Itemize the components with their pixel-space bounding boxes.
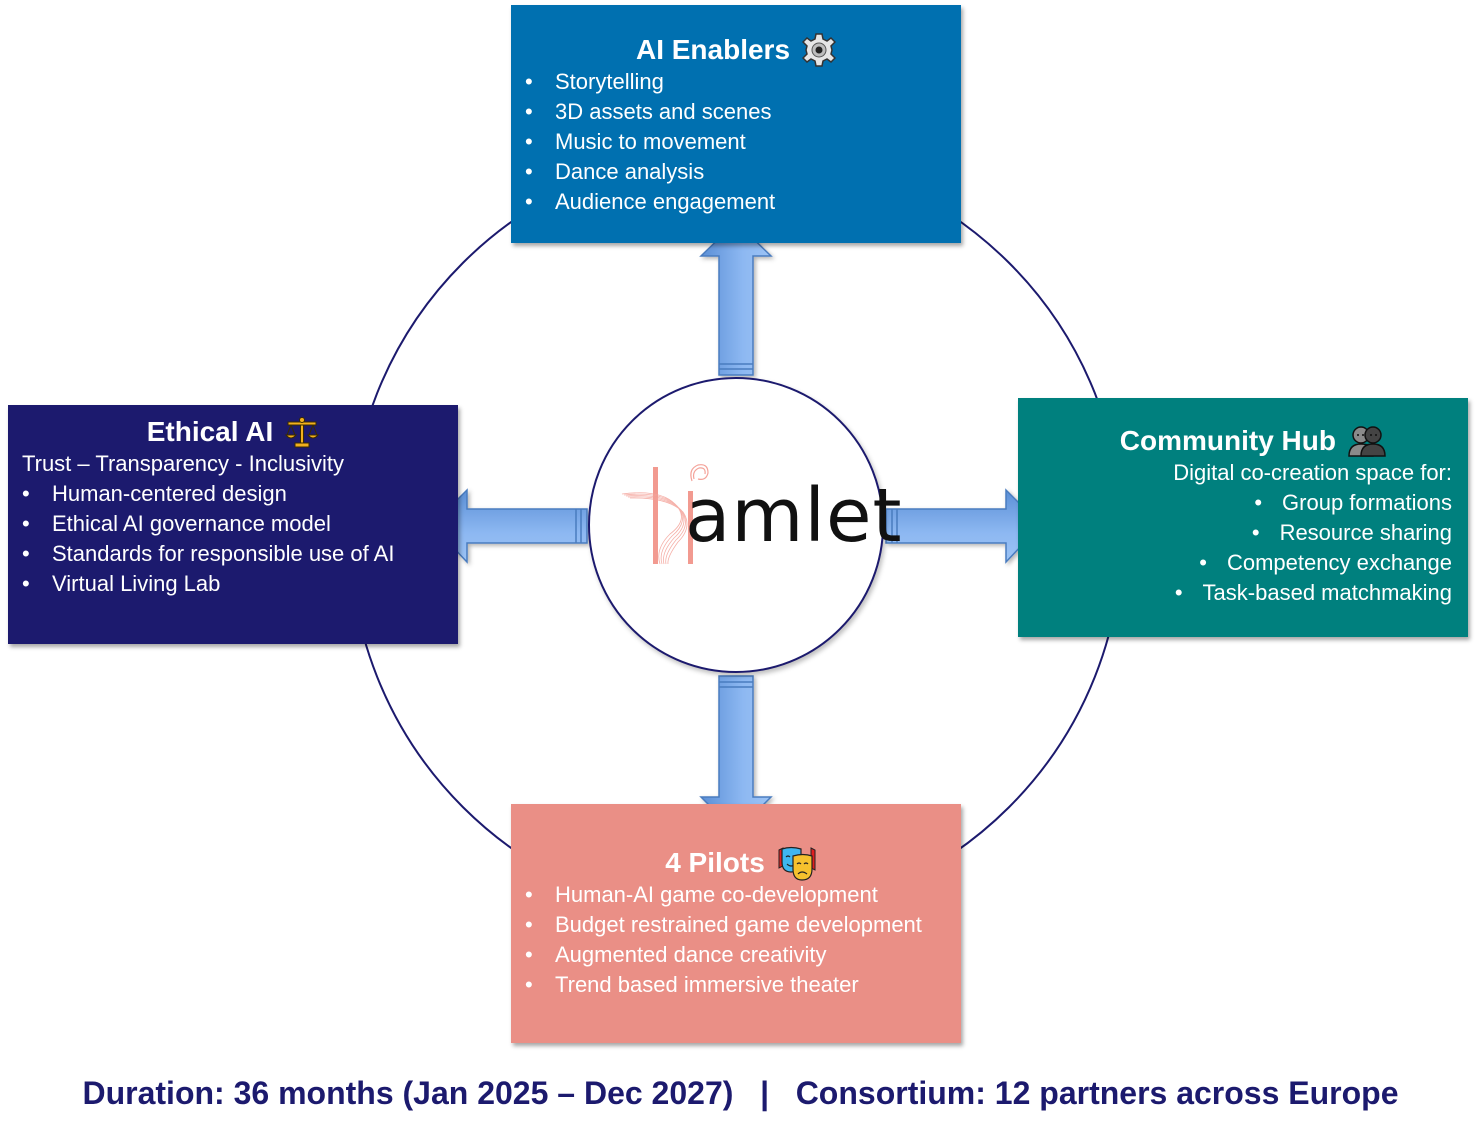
community-hub-title: Community Hub	[1119, 425, 1336, 456]
footer-separator: |	[733, 1075, 796, 1111]
arrow-left-to-ethical-ai	[430, 488, 588, 564]
people-icon	[1348, 424, 1386, 458]
arrow-up-to-ai-enablers	[699, 220, 773, 376]
hamlet-logo-text: amlet	[685, 473, 903, 559]
balance-scale-icon	[285, 415, 320, 449]
list-item: •Dance analysis	[525, 159, 705, 184]
theater-masks-icon	[777, 846, 816, 881]
ai-enablers-list: •Storytelling •3D assets and scenes •Mus…	[525, 67, 961, 217]
list-item: •Trend based immersive theater	[525, 972, 859, 997]
list-item: •Virtual Living Lab	[22, 571, 221, 596]
consortium-text: Consortium: 12 partners across Europe	[795, 1075, 1399, 1111]
ai-enablers-title-row: AI Enablers	[525, 33, 961, 67]
gear-icon	[801, 33, 837, 67]
ai-enablers-box: AI Enablers •Storytelling •3D assets and…	[511, 5, 961, 243]
pilots-title-row: 4 Pilots	[525, 846, 961, 881]
ai-enablers-title: AI Enablers	[635, 34, 791, 65]
list-item: •Music to movement	[525, 129, 746, 154]
community-hub-title-row: Community Hub	[1018, 424, 1452, 458]
list-item: •Resource sharing	[1251, 520, 1452, 545]
ethical-ai-title: Ethical AI	[146, 416, 274, 447]
list-item: •Ethical AI governance model	[22, 511, 331, 536]
community-hub-box: Community Hub Digital co-creation space …	[1018, 398, 1468, 637]
list-item: •Task-based matchmaking	[1174, 580, 1452, 605]
list-item: •Human-AI game co-development	[525, 882, 878, 907]
hamlet-h-logo-icon	[621, 464, 709, 565]
list-item: •Augmented dance creativity	[525, 942, 827, 967]
footer-info: Duration: 36 months (Jan 2025 – Dec 2027…	[0, 1070, 1481, 1116]
list-item: •Budget restrained game development	[525, 912, 922, 937]
list-item: •Storytelling	[525, 69, 664, 94]
list-item: •Audience engagement	[525, 189, 776, 214]
ethical-ai-title-row: Ethical AI	[22, 415, 458, 449]
list-item: •3D assets and scenes	[525, 99, 772, 124]
hamlet-hub-circle: amlet	[588, 377, 902, 673]
duration-text: Duration: 36 months (Jan 2025 – Dec 2027…	[82, 1075, 734, 1111]
ethical-ai-box: Ethical AI Trust – Transparency - Inclus…	[8, 405, 458, 644]
pilots-box: 4 Pilots •Human-AI game co-development •…	[511, 804, 961, 1043]
community-hub-list: •Group formations •Resource sharing •Com…	[1018, 488, 1452, 608]
community-hub-subtitle: Digital co-creation space for:	[1173, 460, 1452, 485]
ethical-ai-subtitle: Trust – Transparency - Inclusivity	[22, 451, 344, 476]
list-item: •Human-centered design	[22, 481, 287, 506]
list-item: •Standards for responsible use of AI	[22, 541, 395, 566]
pilots-list: •Human-AI game co-development •Budget re…	[525, 880, 961, 1000]
list-item: •Competency exchange	[1199, 550, 1452, 575]
ethical-ai-list: •Human-centered design •Ethical AI gover…	[22, 479, 458, 599]
list-item: •Group formations	[1254, 490, 1452, 515]
pilots-title: 4 Pilots	[665, 847, 765, 878]
